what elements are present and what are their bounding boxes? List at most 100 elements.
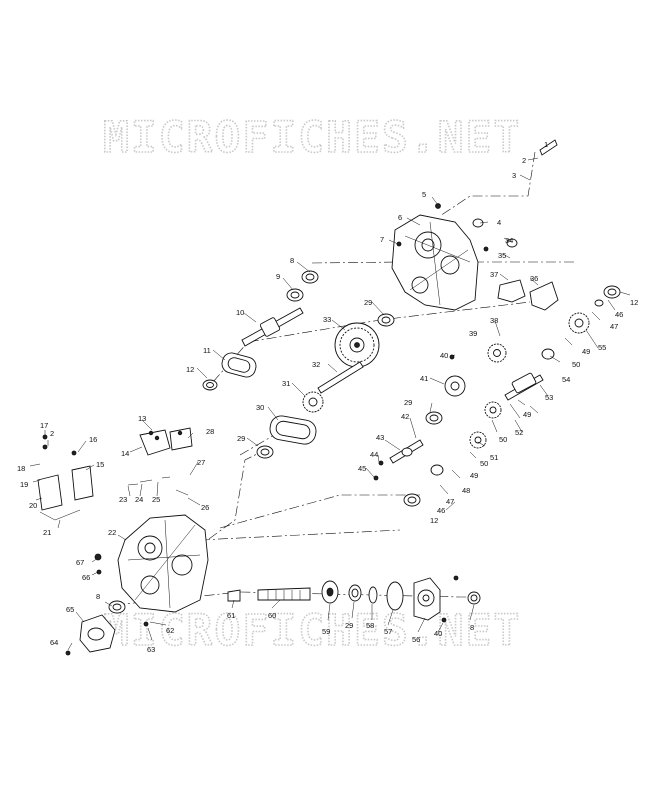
callout: 29 bbox=[237, 434, 245, 443]
drive-belts bbox=[221, 352, 317, 445]
callout: 18 bbox=[17, 464, 25, 473]
callout: 8 bbox=[96, 592, 100, 601]
callout: 26 bbox=[201, 503, 209, 512]
callout: 13 bbox=[138, 414, 146, 423]
callout: 4 bbox=[497, 218, 501, 227]
leader-lines bbox=[29, 157, 631, 651]
callout: 7 bbox=[380, 235, 384, 244]
output-cover bbox=[413, 577, 441, 621]
callout: 62 bbox=[166, 626, 174, 635]
callout: 55 bbox=[598, 343, 606, 352]
callout: 12 bbox=[630, 298, 638, 307]
callout: 49 bbox=[470, 471, 478, 480]
callout: 46 bbox=[615, 310, 623, 319]
callout: 23 bbox=[119, 495, 127, 504]
callout: 35 bbox=[498, 251, 506, 260]
callout: 52 bbox=[515, 428, 523, 437]
callout: 12 bbox=[430, 516, 438, 525]
callout: 47 bbox=[446, 497, 454, 506]
callout: 64 bbox=[50, 638, 58, 647]
callout: 46 bbox=[437, 506, 445, 515]
callout: 29 bbox=[404, 398, 412, 407]
callout: 51 bbox=[490, 453, 498, 462]
callout: 36 bbox=[530, 274, 538, 283]
callout: 50 bbox=[480, 459, 488, 468]
fasteners bbox=[42, 203, 489, 656]
callout: 22 bbox=[108, 528, 116, 537]
callout: 49 bbox=[582, 347, 590, 356]
callout: 9 bbox=[276, 272, 280, 281]
callout: 8 bbox=[470, 623, 474, 632]
shift-drums bbox=[37, 465, 94, 521]
callout: 45 bbox=[358, 464, 366, 473]
callout: 30 bbox=[256, 403, 264, 412]
callout: 65 bbox=[66, 605, 74, 614]
callout: 38 bbox=[490, 316, 498, 325]
callout: 17 bbox=[40, 421, 48, 430]
large-gear bbox=[334, 322, 380, 368]
callout: 15 bbox=[96, 460, 104, 469]
callout: 10 bbox=[236, 308, 244, 317]
callout: 50 bbox=[499, 435, 507, 444]
callout: 40 bbox=[434, 629, 442, 638]
callout: 60 bbox=[268, 611, 276, 620]
callout: 28 bbox=[206, 427, 214, 436]
callout: 47 bbox=[610, 322, 618, 331]
callout: 20 bbox=[29, 501, 37, 510]
callout: 1 bbox=[544, 140, 548, 149]
callout: 40 bbox=[440, 351, 448, 360]
shafts bbox=[227, 139, 558, 602]
callout: 19 bbox=[20, 480, 28, 489]
callout: 57 bbox=[384, 627, 392, 636]
callout: 32 bbox=[312, 360, 320, 369]
callout: 3 bbox=[512, 171, 516, 180]
callout: 39 bbox=[469, 329, 477, 338]
callout: 42 bbox=[401, 412, 409, 421]
callout: 61 bbox=[227, 611, 235, 620]
callout: 33 bbox=[323, 315, 331, 324]
callout: 43 bbox=[376, 433, 384, 442]
callout: 16 bbox=[89, 435, 97, 444]
callout: 50 bbox=[572, 360, 580, 369]
callout: 31 bbox=[282, 379, 290, 388]
callout: 2 bbox=[50, 429, 54, 438]
callout: 11 bbox=[203, 346, 211, 355]
callout: 63 bbox=[147, 645, 155, 654]
callout: 58 bbox=[366, 621, 374, 630]
callout: 5 bbox=[422, 190, 426, 199]
callout: 34 bbox=[505, 236, 513, 245]
callout: 67 bbox=[76, 558, 84, 567]
callout: 37 bbox=[490, 270, 498, 279]
callout-labels: 1 2 2 3 4 5 6 7 8 8 8 9 10 11 12 12 12 1… bbox=[17, 140, 638, 654]
callout: 44 bbox=[370, 450, 378, 459]
callout: 56 bbox=[412, 635, 420, 644]
callout: 14 bbox=[121, 449, 129, 458]
callout: 21 bbox=[43, 528, 51, 537]
callout: 29 bbox=[345, 621, 353, 630]
callout: 49 bbox=[523, 410, 531, 419]
output-housing bbox=[79, 614, 116, 653]
callout: 29 bbox=[364, 298, 372, 307]
callout: 2 bbox=[522, 156, 526, 165]
callout: 25 bbox=[152, 495, 160, 504]
lower-transmission-case bbox=[117, 514, 209, 613]
callout: 41 bbox=[420, 374, 428, 383]
shift-forks bbox=[139, 279, 559, 456]
callout: 59 bbox=[322, 627, 330, 636]
gear-set bbox=[302, 312, 590, 449]
callout: 6 bbox=[398, 213, 402, 222]
callout: 53 bbox=[545, 393, 553, 402]
callout: 66 bbox=[82, 573, 90, 582]
callout: 27 bbox=[197, 458, 205, 467]
callout: 48 bbox=[462, 486, 470, 495]
callout: 54 bbox=[562, 375, 570, 384]
callout: 24 bbox=[135, 495, 143, 504]
callout: 8 bbox=[290, 256, 294, 265]
watermark-top: MICROFICHES.NET bbox=[103, 113, 521, 163]
bearings-washers bbox=[108, 218, 621, 614]
callout: 12 bbox=[186, 365, 194, 374]
watermark-bottom: MICROFICHES.NET bbox=[103, 606, 521, 656]
upper-transmission-case bbox=[391, 214, 479, 311]
